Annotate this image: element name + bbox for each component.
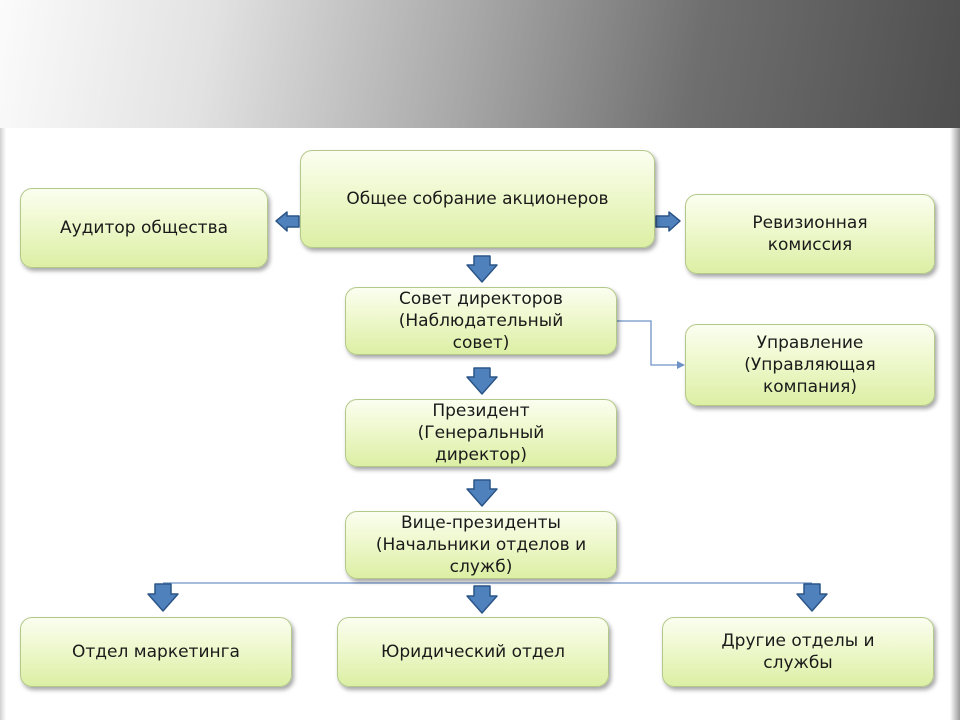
connector-arrowhead-management — [677, 361, 685, 369]
connector-board-management — [617, 320, 680, 366]
arrow-to-president-icon — [466, 367, 498, 395]
node-other-departments[interactable]: Другие отделы и службы — [662, 617, 934, 687]
node-legal-department[interactable]: Юридический отдел — [337, 617, 609, 687]
arrow-to-audit-commission-icon — [655, 211, 681, 232]
node-audit-commission[interactable]: Ревизионная комиссия — [685, 194, 935, 274]
arrow-to-board-icon — [466, 255, 498, 283]
node-auditor[interactable]: Аудитор общества — [20, 188, 268, 268]
arrow-to-legal-icon — [466, 585, 498, 614]
arrow-to-auditor-icon — [275, 211, 300, 232]
arrow-to-marketing-icon — [147, 583, 179, 612]
left-edge-shadow — [0, 128, 6, 720]
arrow-to-vice-presidents-icon — [466, 479, 498, 507]
node-president[interactable]: Президент (Генеральный директор) — [345, 399, 617, 467]
node-board-of-directors[interactable]: Совет директоров (Наблюдательный совет) — [345, 287, 617, 355]
node-management-company[interactable]: Управление (Управляющая компания) — [685, 324, 935, 406]
arrow-to-other-icon — [796, 583, 828, 612]
right-edge-shadow — [950, 128, 960, 720]
node-marketing-department[interactable]: Отдел маркетинга — [20, 617, 292, 687]
node-shareholders-meeting[interactable]: Общее собрание акционеров — [300, 150, 655, 248]
node-vice-presidents[interactable]: Вице-президенты (Начальники отделов и сл… — [345, 511, 617, 579]
header-band — [0, 0, 960, 128]
